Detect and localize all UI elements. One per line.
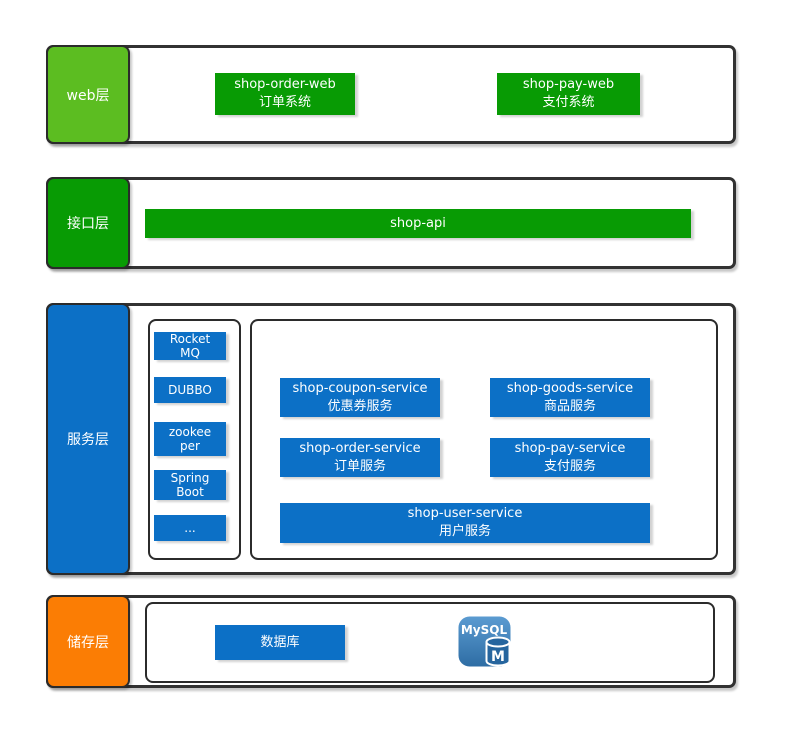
node-more-middleware: ... bbox=[154, 515, 226, 541]
layer-label-service-text: 服务层 bbox=[67, 432, 109, 448]
node-name: shop-coupon-service bbox=[292, 380, 428, 396]
node-desc: 商品服务 bbox=[543, 398, 596, 414]
services-container: shop-coupon-service 优惠券服务 shop-goods-ser… bbox=[250, 319, 718, 560]
layer-storage: 储存层 数据库 MySQL M bbox=[46, 595, 736, 688]
node-shop-api: shop-api bbox=[145, 209, 691, 238]
node-name: shop-api bbox=[390, 216, 446, 231]
node-name: shop-pay-web bbox=[522, 77, 615, 92]
storage-container: 数据库 MySQL M bbox=[145, 602, 715, 683]
mysql-icon: MySQL M bbox=[458, 616, 511, 667]
mysql-badge-letter: M bbox=[491, 649, 505, 665]
database-cylinder-glyph: M bbox=[485, 636, 511, 667]
mw-line: Boot bbox=[176, 485, 204, 499]
layer-web: web层 shop-order-web 订单系统 shop-pay-web 支付… bbox=[46, 45, 736, 144]
mw-line: zookee bbox=[168, 425, 212, 439]
layer-label-storage: 储存层 bbox=[46, 595, 130, 688]
layer-label-api-text: 接口层 bbox=[67, 216, 109, 232]
mw-line: MQ bbox=[180, 346, 200, 360]
node-desc: 订单系统 bbox=[258, 95, 311, 110]
node-desc: 用户服务 bbox=[438, 524, 491, 539]
layer-label-web: web层 bbox=[46, 45, 130, 144]
node-name: shop-pay-service bbox=[514, 440, 626, 456]
node-desc: 支付系统 bbox=[542, 95, 595, 110]
node-shop-coupon-service: shop-coupon-service 优惠券服务 bbox=[280, 378, 440, 417]
layer-label-storage-text: 储存层 bbox=[67, 634, 109, 651]
node-zookeeper: zookee per bbox=[154, 422, 226, 456]
node-desc: 优惠券服务 bbox=[327, 398, 393, 414]
layer-label-service: 服务层 bbox=[46, 303, 130, 575]
layer-label-web-text: web层 bbox=[66, 87, 110, 104]
node-desc: 支付服务 bbox=[543, 458, 596, 474]
mysql-logo-text: MySQL bbox=[461, 623, 508, 637]
node-shop-order-service: shop-order-service 订单服务 bbox=[280, 438, 440, 477]
mw-line: Spring bbox=[170, 471, 210, 485]
node-rocketmq: Rocket MQ bbox=[154, 332, 226, 360]
middleware-container: Rocket MQ DUBBO zookee per Spring Boot .… bbox=[148, 319, 241, 560]
node-name: shop-user-service bbox=[407, 506, 523, 521]
node-springboot: Spring Boot bbox=[154, 470, 226, 500]
layer-service: 服务层 Rocket MQ DUBBO zookee per Spring Bo… bbox=[46, 303, 736, 575]
node-shop-pay-service: shop-pay-service 支付服务 bbox=[490, 438, 650, 477]
node-desc: 订单服务 bbox=[333, 458, 386, 474]
node-shop-user-service: shop-user-service 用户服务 bbox=[280, 503, 650, 543]
mw-line: Rocket bbox=[169, 332, 211, 346]
layer-api: 接口层 shop-api bbox=[46, 177, 736, 269]
node-name: shop-goods-service bbox=[506, 380, 634, 396]
node-shop-goods-service: shop-goods-service 商品服务 bbox=[490, 378, 650, 417]
node-shop-pay-web: shop-pay-web 支付系统 bbox=[497, 73, 640, 115]
mw-line: ... bbox=[184, 521, 196, 535]
mw-line: DUBBO bbox=[168, 383, 212, 397]
node-name: shop-order-service bbox=[299, 440, 421, 456]
layer-label-api: 接口层 bbox=[46, 177, 130, 269]
node-database: 数据库 bbox=[215, 625, 345, 660]
node-shop-order-web: shop-order-web 订单系统 bbox=[215, 73, 355, 115]
mw-line: per bbox=[180, 439, 200, 453]
node-name: 数据库 bbox=[260, 634, 300, 650]
node-dubbo: DUBBO bbox=[154, 377, 226, 403]
node-name: shop-order-web bbox=[234, 77, 336, 92]
